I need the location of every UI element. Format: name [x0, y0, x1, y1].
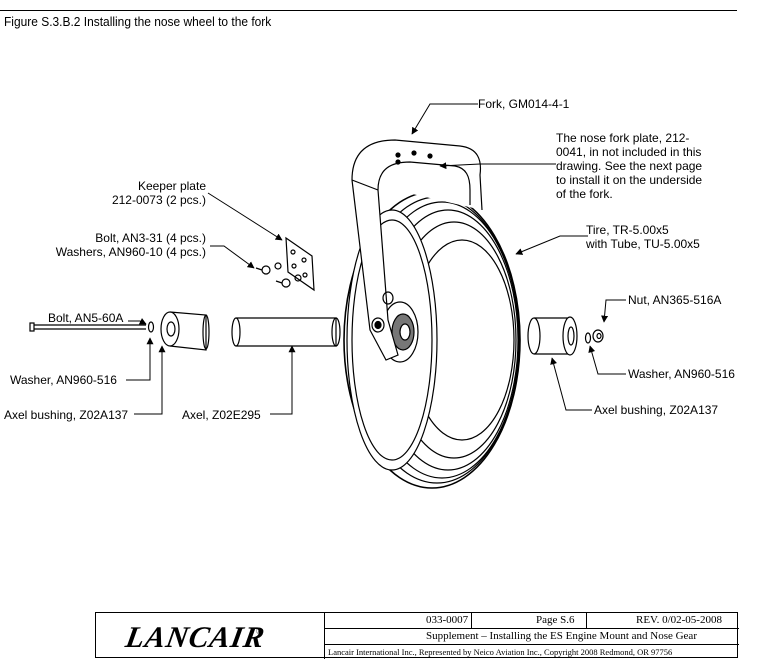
fork-leader [411, 103, 478, 135]
bolt-an5-drawing [29, 321, 155, 333]
label-fork-plate-note: The nose fork plate, 212- 0041, in not i… [556, 131, 703, 201]
label-keeper-plate: Keeper plate 212-0073 (2 pcs.) [111, 179, 206, 207]
label-nut: Nut, AN365-516A [628, 293, 722, 307]
keeper-plate-drawing [255, 236, 315, 292]
doc-subtitle: Supplement – Installing the ES Engine Mo… [426, 630, 697, 642]
bushing-left-leader [134, 345, 166, 415]
label-bolt-an5: Bolt, AN5-60A [48, 311, 124, 325]
axel-drawing [231, 317, 341, 347]
label-axel-bushing-right: Axel bushing, Z02A137 [594, 403, 719, 417]
label-axel: Axel, Z02E295 [182, 408, 261, 422]
bolt-an5-leader [128, 318, 147, 325]
axel-leader [270, 345, 296, 415]
fork-drawing [351, 139, 483, 361]
page-number: Page S.6 [536, 614, 575, 626]
label-fork: Fork, GM014-4-1 [478, 97, 570, 111]
copyright: Lancair International Inc., Represented … [328, 647, 673, 657]
figure-title: Figure S.3.B.2 Installing the nose wheel… [4, 14, 272, 29]
nut-washer-right-drawing [584, 329, 604, 344]
label-washer-right: Washer, AN960-516 [628, 367, 735, 381]
tire-leader [515, 235, 588, 255]
revision: REV. 0/02-05-2008 [636, 614, 722, 626]
label-washer-left: Washer, AN960-516 [10, 373, 117, 387]
note-leader [439, 162, 556, 170]
nut-leader [601, 299, 626, 323]
doc-number: 033-0007 [426, 614, 469, 626]
keeper-leader [207, 192, 283, 241]
bolt-washer-leader [210, 245, 255, 269]
label-tire: Tire, TR-5.00x5 with Tube, TU-5.00x5 [586, 223, 700, 251]
washer-right-leader [588, 345, 626, 375]
registered-mark: ® [256, 627, 263, 636]
logo-area: LANCAIR ® [96, 613, 325, 659]
axel-bushing-left-drawing [160, 311, 210, 351]
document-footer: LANCAIR ® 033-0007 Page S.6 REV. 0/02-05… [95, 612, 739, 659]
axel-bushing-right-drawing [527, 316, 578, 356]
lancair-logo: LANCAIR [123, 621, 268, 654]
header-rule [0, 10, 737, 11]
bushing-right-leader [550, 357, 592, 411]
washer-left-leader [126, 337, 154, 381]
label-bolt-washers: Bolt, AN3-31 (4 pcs.) Washers, AN960-10 … [55, 231, 206, 259]
label-axel-bushing-left: Axel bushing, Z02A137 [4, 408, 129, 422]
